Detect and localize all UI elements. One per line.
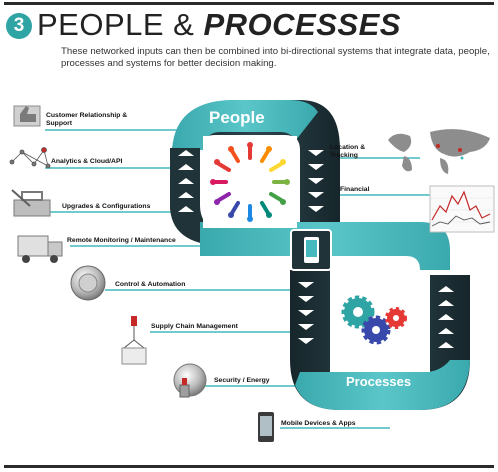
label-mobile-devices: Mobile Devices & Apps [281,420,356,428]
label-text: Remote Monitoring / Maintenance [67,237,176,244]
gears-icon [341,295,407,345]
chevron-icon [438,300,454,306]
label-analytics-cloud: Analytics & Cloud/API [51,158,122,166]
title-part-processes: PROCESSES [203,7,401,42]
thumbs-up-icon [13,105,41,127]
chevron-icon [308,150,324,156]
chevron-arrows-up-lower [438,286,454,348]
label-text: Customer Relationship & Support [46,112,128,127]
label-location-tracking: Location & Tracking [330,144,378,160]
section-number-badge: 3 [6,13,32,39]
label-remote-monitoring: Remote Monitoring / Maintenance [67,237,176,245]
upper-left-dark-side [170,148,230,246]
bottom-rule [4,465,494,468]
chevron-icon [438,314,454,320]
processes-label: Processes [346,374,412,389]
chevron-icon [298,282,314,288]
page-title: PEOPLE & PROCESSES [37,7,401,43]
chevron-arrows-down-lower [298,282,314,344]
label-text: Financial [340,186,370,193]
chevron-icon [308,178,324,184]
page-subtitle: These networked inputs can then be combi… [61,46,490,69]
world-map-icon [388,129,490,174]
chevron-icon [438,328,454,334]
chevron-icon [178,164,194,170]
people-ring-icon [210,142,290,222]
chevron-icon [308,164,324,170]
label-text: Analytics & Cloud/API [51,158,123,165]
label-text: Upgrades & Configurations [62,203,151,210]
crane-hook-icon [121,316,147,365]
title-part-people: PEOPLE & [37,7,204,42]
label-control-automation: Control & Automation [115,281,185,289]
network-graph-icon [9,147,51,169]
label-customer-relationship: Customer Relationship & Support [46,112,136,128]
toolbox-icon [11,189,51,217]
chevron-icon [308,206,324,212]
mobile-phone-icon [258,412,274,442]
chevron-icon [438,286,454,292]
label-text: Mobile Devices & Apps [281,420,356,427]
top-rule [4,2,494,5]
chevron-icon [178,206,194,212]
label-security-energy: Security / Energy [214,377,270,385]
stock-chart-icon [429,185,495,233]
chevron-icon [298,324,314,330]
truck-icon [17,235,63,263]
label-upgrades-configurations: Upgrades & Configurations [62,203,150,211]
label-text: Control & Automation [115,281,186,288]
processes-ribbon [295,360,470,410]
phone-screen [306,240,317,257]
label-text: Supply Chain Management [151,323,238,330]
label-text: Security / Energy [214,377,270,384]
chevron-arrows-down-right [308,150,324,212]
connector-dot [460,156,464,160]
people-ribbon [172,100,318,150]
label-financial: Financial [340,186,369,194]
security-lock-icon [173,363,207,398]
chevron-icon [178,150,194,156]
chevron-icon [438,342,454,348]
chevron-icon [178,178,194,184]
control-knob-icon [70,265,106,301]
chevron-icon [298,310,314,316]
chevron-arrows-up-left [178,150,194,212]
chevron-icon [298,338,314,344]
chevron-icon [298,296,314,302]
chevron-icon [178,192,194,198]
people-label: People [209,108,265,127]
label-text: Location & Tracking [330,144,366,159]
label-supply-chain: Supply Chain Management [151,323,238,331]
chevron-icon [308,192,324,198]
